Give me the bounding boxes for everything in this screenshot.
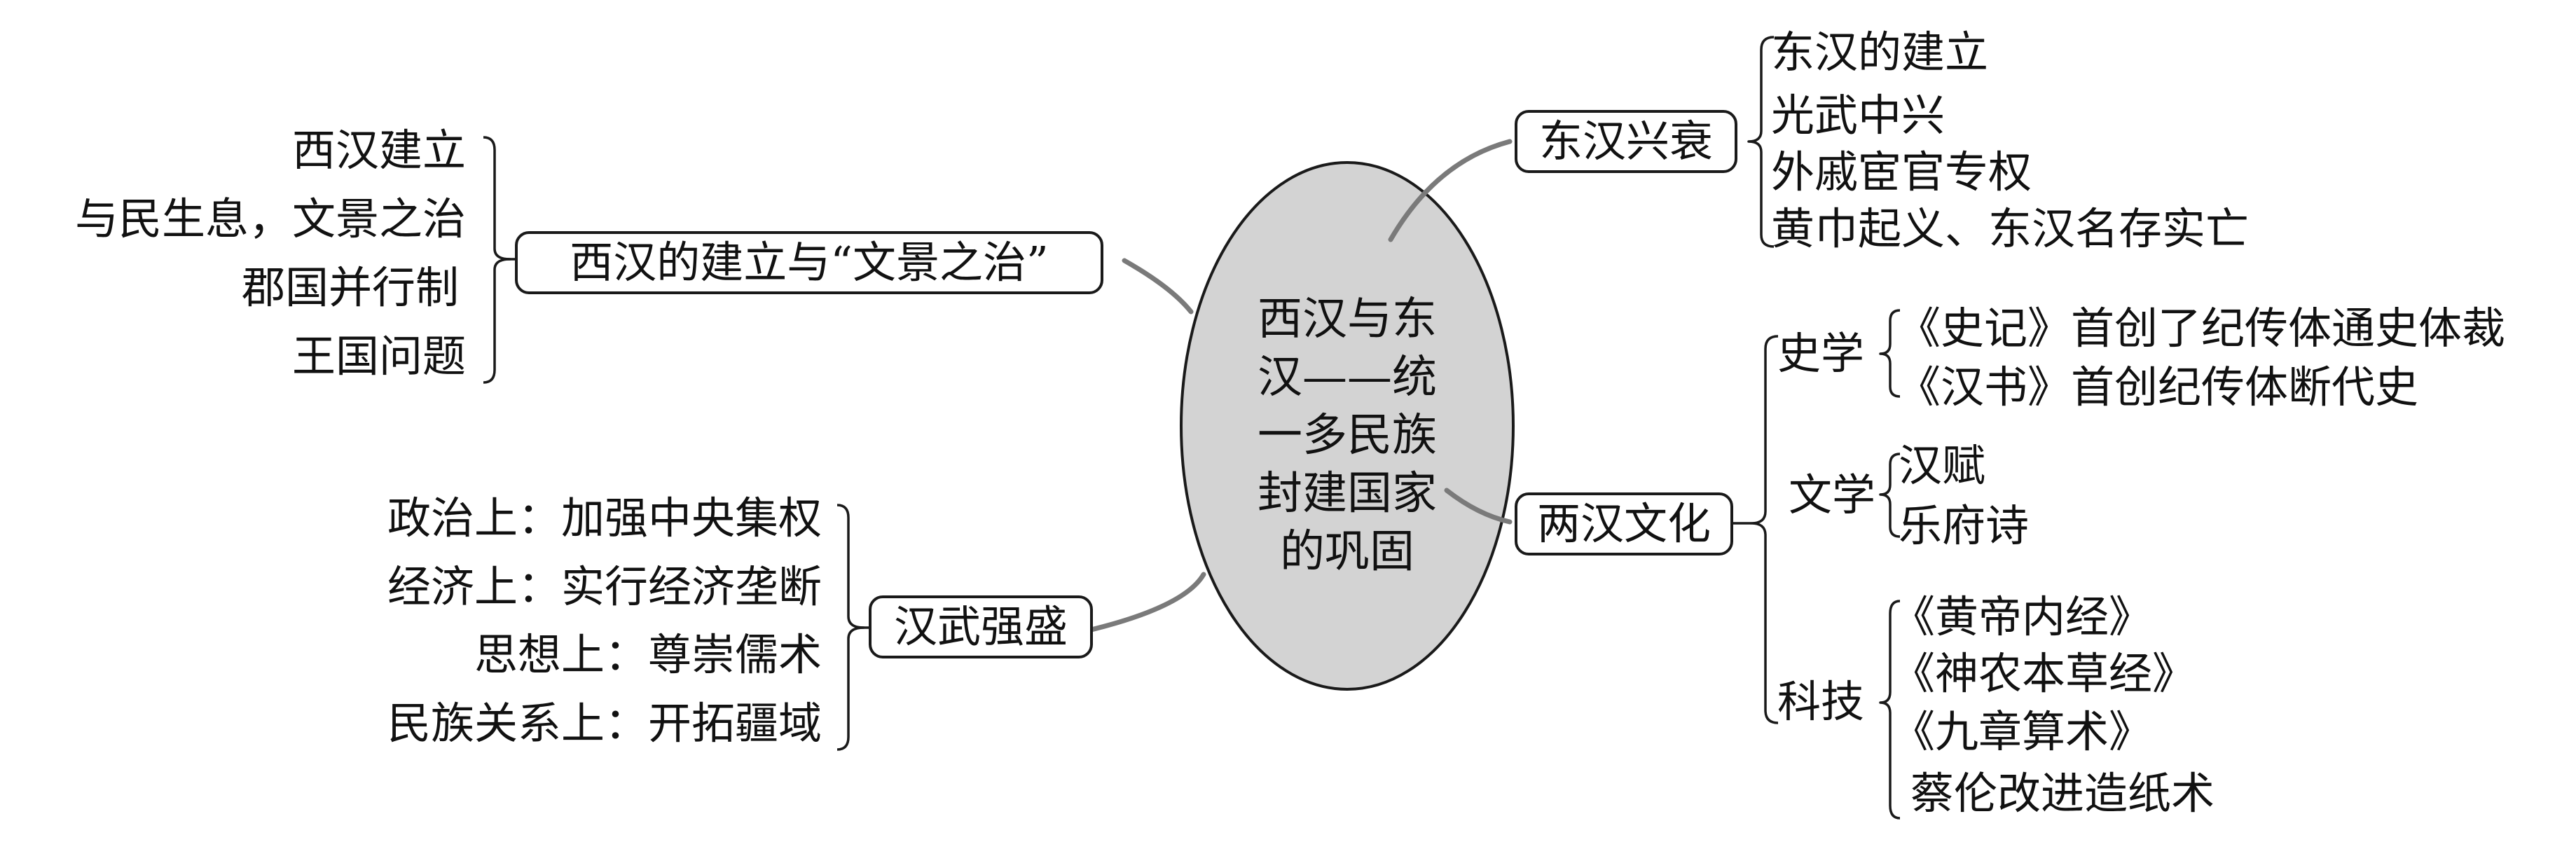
topic-han-wu: 汉武强盛	[869, 595, 1093, 658]
connector-han-wu	[1080, 572, 1206, 635]
brace-history	[1879, 309, 1901, 398]
center-line: 封建国家	[1258, 468, 1437, 520]
subtopic-history: 史学	[1777, 328, 1865, 379]
topic-west-han: 西汉的建立与“文景之治”	[515, 231, 1103, 294]
subtopic-literature: 文学	[1789, 469, 1876, 520]
center-ellipse	[1180, 161, 1515, 691]
leaf-item: 东汉的建立	[1771, 27, 1989, 78]
brace-culture	[1750, 335, 1779, 724]
center-line: 汉——统	[1258, 352, 1437, 403]
topic-east-han: 东汉兴衰	[1515, 110, 1737, 173]
leaf-item: 黄巾起义、东汉名存实亡	[1771, 203, 2250, 254]
leaf-item: 经济上：实行经济垄断	[387, 561, 822, 612]
leaf-item: 《九章算术》	[1892, 706, 2153, 757]
leaf-item: 《史记》首创了纪传体通史体裁	[1897, 303, 2506, 354]
leaf-item: 汉赋	[1899, 440, 1986, 491]
leaf-item: 《黄帝内经》	[1892, 591, 2153, 642]
topic-label: 东汉兴衰	[1538, 116, 1713, 167]
leaf-item: 《汉书》首创纪传体断代史	[1897, 361, 2419, 413]
leaf-item: 外戚宦官专权	[1771, 146, 2032, 198]
topic-label: 汉武强盛	[893, 601, 1068, 652]
connector-east-han	[1388, 139, 1513, 242]
leaf-item: 西汉建立	[291, 125, 466, 176]
center-line: 西汉与东	[1258, 294, 1437, 345]
brace-literature	[1879, 453, 1901, 538]
leaf-item: 民族关系上：开拓疆域	[387, 698, 822, 749]
brace-east-han	[1747, 36, 1775, 248]
center-title: 西汉与东 汉——统 一多民族 封建国家 的巩固	[1221, 291, 1473, 581]
topic-label: 西汉的建立与“文景之治”	[570, 237, 1049, 288]
leaf-item: 王国问题	[291, 331, 466, 382]
connector-west-han	[1122, 258, 1194, 315]
center-line: 一多民族	[1258, 410, 1437, 462]
leaf-item: 思想上：尊崇儒术	[474, 629, 822, 680]
topic-culture: 两汉文化	[1515, 492, 1733, 555]
leaf-item: 《神农本草经》	[1892, 648, 2196, 699]
topic-label: 两汉文化	[1536, 498, 1711, 549]
leaf-item: 与民生息，文景之治	[74, 193, 466, 244]
leaf-item: 政治上：加强中央集权	[387, 492, 822, 544]
leaf-item: 郡国并行制	[241, 262, 459, 313]
leaf-item: 光武中兴	[1771, 90, 1945, 141]
center-line: 的巩固	[1280, 526, 1414, 578]
connector-culture	[1444, 488, 1513, 525]
brace-science	[1879, 600, 1901, 820]
subtopic-science: 科技	[1777, 676, 1865, 727]
leaf-item: 蔡伦改进造纸术	[1910, 768, 2215, 819]
leaf-item: 乐府诗	[1899, 500, 2030, 551]
